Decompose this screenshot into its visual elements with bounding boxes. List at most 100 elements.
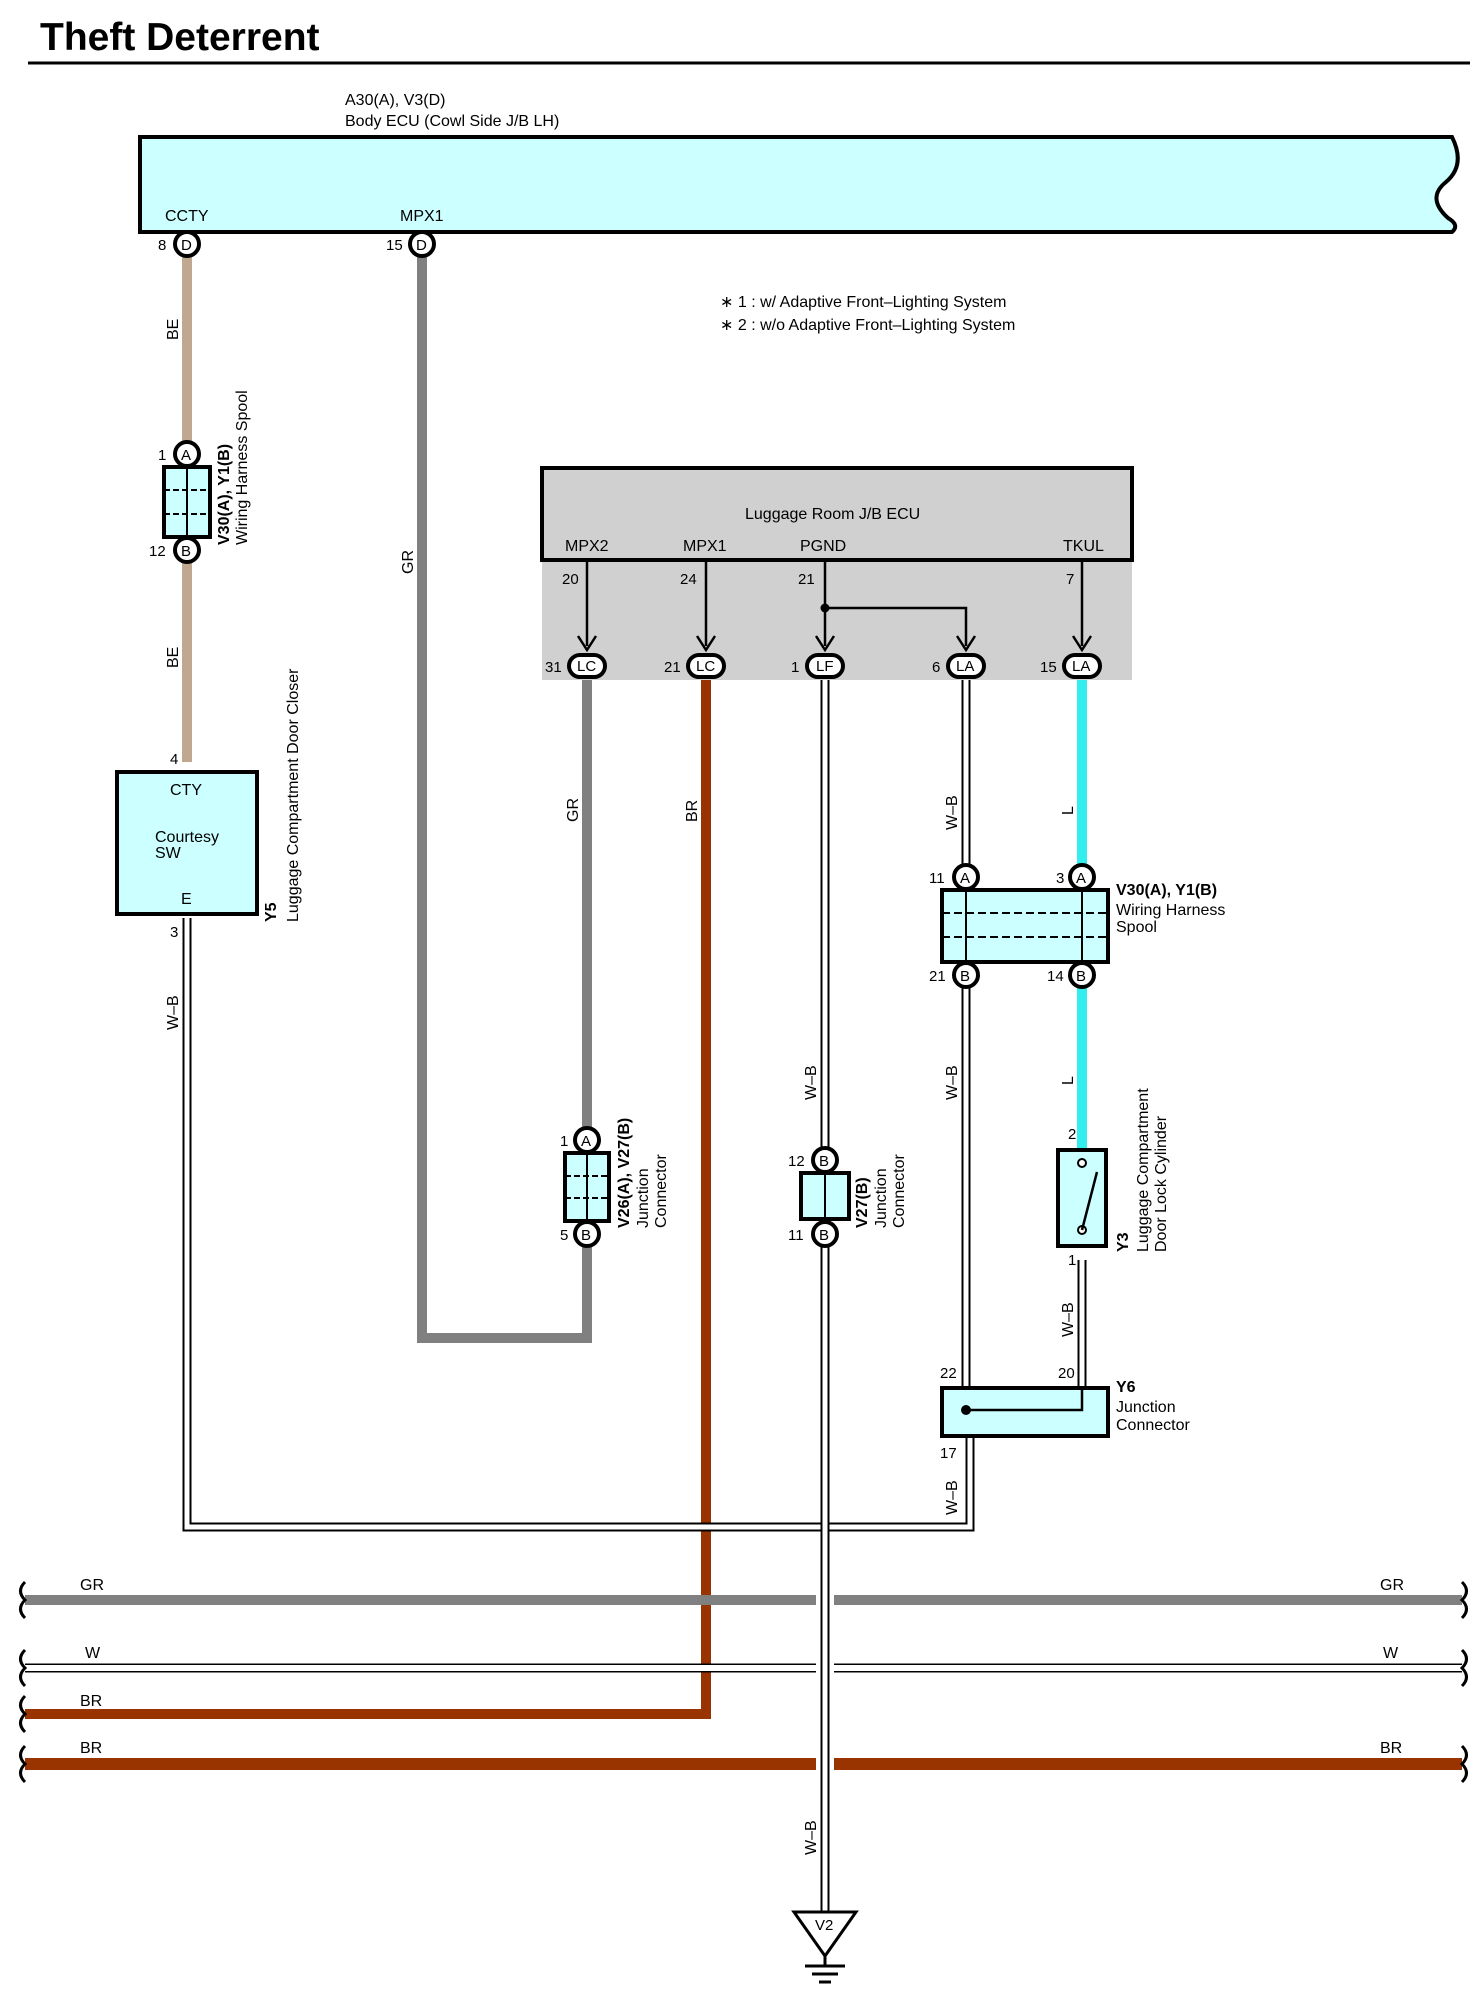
bus-label-br-1: BR	[80, 1693, 102, 1710]
svg-text:21: 21	[664, 659, 681, 676]
luggage-ecu-pin-20: 20	[562, 571, 579, 588]
jc-v26-conn-b: B	[581, 1227, 591, 1244]
jc-v26-line1: Junction	[635, 1168, 652, 1228]
courtesy-sw-pin-bottom: 3	[170, 924, 178, 941]
svg-text:15: 15	[1040, 659, 1057, 676]
luggage-ecu-box	[540, 466, 1134, 562]
svg-text:LA: LA	[1072, 658, 1090, 675]
wire-gr-mpx1	[417, 244, 592, 1343]
courtesy-sw-bottom: E	[181, 891, 192, 908]
junction-dot	[820, 603, 830, 613]
svg-text:D: D	[416, 237, 427, 254]
spool-left	[162, 440, 212, 564]
courtesy-sw-box	[115, 770, 259, 916]
y6-pin-17: 17	[940, 1445, 957, 1462]
luggage-ecu-connector-la-6: LA 6	[932, 653, 986, 679]
bus-label-gr-right: GR	[1380, 1577, 1404, 1594]
spool-right-pin-11: 11	[929, 870, 945, 887]
bus-br-1	[19, 1694, 28, 1734]
luggage-ecu-connector-lf-1: LF 1	[791, 653, 845, 679]
luggage-ecu-pin-7: 7	[1066, 571, 1074, 588]
svg-text:6: 6	[932, 659, 940, 676]
spool-right-conn-11: A	[960, 870, 970, 887]
wire-label-l-1: L	[1060, 806, 1077, 815]
body-ecu-terminal-mpx1: D 15	[386, 230, 436, 258]
spool-right-pin-3: 3	[1056, 870, 1064, 887]
courtesy-sw-pin-top: 4	[170, 751, 178, 768]
svg-text:LA: LA	[956, 658, 974, 675]
spool-right-line2: Spool	[1116, 919, 1157, 936]
spool-left-conn-a: A	[181, 447, 191, 464]
courtesy-sw-name: Luggage Compartment Door Closer	[285, 668, 302, 922]
bus-label-w-right: W	[1383, 1645, 1399, 1662]
svg-text:8: 8	[158, 237, 166, 254]
jc-v27-code: V27(B)	[854, 1177, 871, 1228]
wire-label-wb-sp21: W–B	[944, 1065, 961, 1100]
svg-text:31: 31	[545, 659, 562, 676]
jc-v27-line1: Junction	[873, 1168, 890, 1228]
wire-label-wb-y3: W–B	[1060, 1302, 1077, 1337]
wire-label-wb-gnd: W–B	[803, 1065, 820, 1100]
junction-dot	[961, 1405, 971, 1415]
spool-right-conn-14: B	[1076, 968, 1086, 985]
jc-v27-conn-a: B	[819, 1153, 829, 1170]
y6-line2: Connector	[1116, 1417, 1190, 1434]
luggage-ecu-pin-24: 24	[680, 571, 697, 588]
body-ecu-pin-label-ccty: CCTY	[165, 208, 209, 225]
svg-text:15: 15	[386, 237, 403, 254]
bus-gr	[19, 1580, 1468, 1620]
note-2: ∗ 2 : w/o Adaptive Front–Lighting System	[720, 317, 1015, 334]
spool-left-pin-a: 1	[158, 447, 166, 464]
spool-right-conn-3: A	[1076, 870, 1086, 887]
spool-left-name: Wiring Harness Spool	[234, 390, 251, 545]
jc-v26	[563, 1126, 611, 1248]
wire-label-wb-ground: W–B	[803, 1820, 820, 1855]
bus-br-2	[19, 1744, 1468, 1784]
luggage-ecu-connector-lc-21: LC 21	[664, 653, 726, 679]
jc-v27-pin-a: 12	[788, 1153, 805, 1170]
svg-text:D: D	[181, 237, 192, 254]
spool-left-code: V30(A), Y1(B)	[216, 444, 233, 545]
jc-v26-line2: Connector	[653, 1154, 670, 1228]
y6-line1: Junction	[1116, 1399, 1176, 1416]
wire-label-wb-la6: W–B	[944, 795, 961, 830]
wire-label-l-2: L	[1060, 1076, 1077, 1085]
wire-label-br-mpx1: BR	[684, 800, 701, 822]
body-ecu-box	[138, 135, 1460, 234]
luggage-ecu-term-mpx2: MPX2	[565, 538, 609, 555]
jc-v27	[799, 1146, 851, 1248]
luggage-ecu-term-tkul: TKUL	[1063, 538, 1104, 555]
spool-right-code: V30(A), Y1(B)	[1116, 882, 1217, 899]
svg-text:LC: LC	[577, 658, 596, 675]
y6-pin-22: 22	[940, 1365, 957, 1382]
courtesy-sw-top: CTY	[170, 782, 202, 799]
jc-v26-pin-a: 1	[560, 1133, 568, 1150]
y6-internal-link	[966, 1388, 1084, 1412]
door-lock-pin-bottom: 1	[1068, 1252, 1076, 1269]
luggage-ecu-term-mpx1: MPX1	[683, 538, 727, 555]
ground-id: V2	[815, 1917, 833, 1934]
bus-label-br-2-left: BR	[80, 1740, 102, 1757]
note-1: ∗ 1 : w/ Adaptive Front–Lighting System	[720, 294, 1006, 311]
bus-label-w-left: W	[85, 1645, 101, 1662]
jc-v27-conn-b: B	[819, 1227, 829, 1244]
y6-id: Y6	[1116, 1379, 1136, 1396]
wire-label-gr-mpx2: GR	[565, 798, 582, 822]
spool-right-pin-14: 14	[1047, 968, 1064, 985]
page-title: Theft Deterrent	[40, 16, 320, 59]
wire-label-wb-y6: W–B	[944, 1480, 961, 1515]
jc-v26-conn-a: A	[581, 1133, 591, 1150]
spool-right	[940, 863, 1110, 989]
door-lock-switch	[1056, 1148, 1108, 1248]
courtesy-sw-id: Y5	[263, 902, 280, 922]
luggage-ecu-internal-wiring	[576, 562, 1093, 653]
svg-text:LF: LF	[816, 658, 834, 675]
courtesy-sw-body2: SW	[155, 845, 182, 862]
spool-right-conn-21: B	[960, 968, 970, 985]
luggage-ecu-pin-21: 21	[798, 571, 815, 588]
bus-label-gr-left: GR	[80, 1577, 104, 1594]
luggage-ecu-name: Luggage Room J/B ECU	[745, 506, 920, 523]
spool-left-pin-b: 12	[149, 543, 166, 560]
wire-label-be-1: BE	[165, 319, 182, 340]
